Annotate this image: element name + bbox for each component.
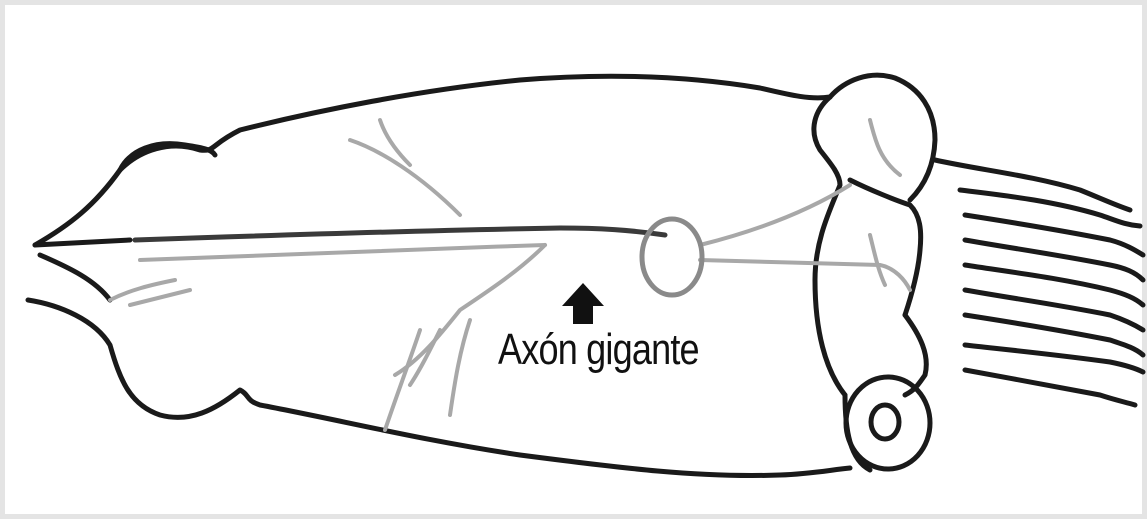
- up-arrow-icon: [562, 283, 604, 324]
- axon-label: Axón gigante: [498, 328, 699, 372]
- squid-body-outline: [28, 75, 935, 475]
- nerve-fibers: [110, 120, 910, 430]
- giant-axon: [135, 228, 665, 240]
- stellate-ganglion: [642, 219, 702, 295]
- squid-arms: [935, 160, 1143, 405]
